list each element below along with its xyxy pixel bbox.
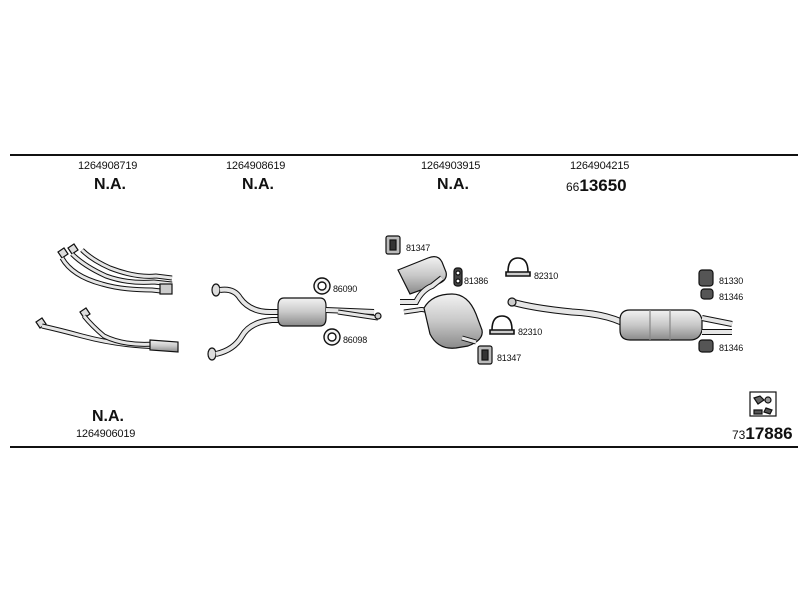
label-81386: 81386 xyxy=(464,276,489,286)
label-81346-top: 81346 xyxy=(719,292,744,302)
kit-code-bottom-prefix: 73 xyxy=(732,428,746,442)
status-na-3: N.A. xyxy=(437,176,469,193)
label-81347-bottom: 81347 xyxy=(497,353,522,363)
top-rule xyxy=(10,154,798,156)
status-na-bottom: N.A. xyxy=(92,408,124,425)
label-81346-bottom: 81346 xyxy=(719,343,744,353)
y-pipe-icon xyxy=(207,283,382,361)
mounting-kit-icon xyxy=(749,391,777,417)
label-82310-top: 82310 xyxy=(534,271,559,281)
label-86090: 86090 xyxy=(333,284,358,294)
gasket-ring-icon xyxy=(313,277,341,346)
kit-code-top-prefix: 66 xyxy=(566,180,580,194)
label-86098: 86098 xyxy=(343,335,368,345)
u-clamp-icon xyxy=(489,257,531,335)
rear-silencer-icon xyxy=(507,297,733,341)
part-number-1: 1264908719 xyxy=(78,160,138,172)
part-number-4: 1264904215 xyxy=(570,160,630,172)
rubber-hanger-icon-2 xyxy=(698,269,714,353)
rubber-hanger-icon xyxy=(453,267,463,287)
label-81347-top: 81347 xyxy=(406,243,431,253)
kit-code-bottom-number: 17886 xyxy=(745,424,793,443)
part-number-bottom: 1264906019 xyxy=(76,428,136,440)
part-number-3: 1264903915 xyxy=(421,160,481,172)
kit-code-top: 6613650 xyxy=(566,176,627,196)
kit-code-top-number: 13650 xyxy=(579,176,627,195)
status-na-1: N.A. xyxy=(94,176,126,193)
bottom-rule xyxy=(10,446,798,448)
bracket-clamp-icon xyxy=(385,235,493,365)
front-silencer-icon xyxy=(397,256,483,349)
label-82310-bottom: 82310 xyxy=(518,327,543,337)
status-na-2: N.A. xyxy=(242,176,274,193)
kit-code-bottom: 7317886 xyxy=(732,424,793,444)
label-81330: 81330 xyxy=(719,276,744,286)
exhaust-manifold-icon-2 xyxy=(35,307,179,353)
exhaust-manifold-icon xyxy=(57,243,173,295)
part-number-2: 1264908619 xyxy=(226,160,286,172)
